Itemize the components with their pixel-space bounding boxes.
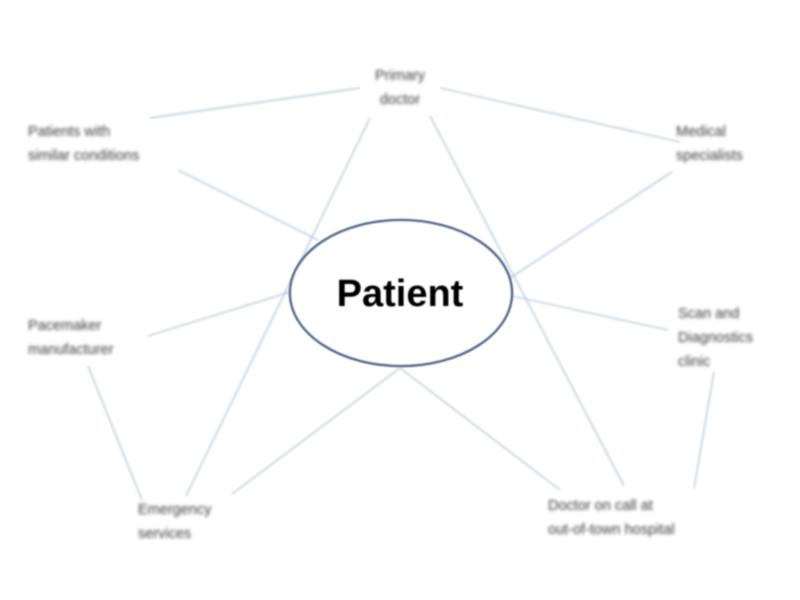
edge-similar-patient (177, 169, 319, 241)
edge-primary-specialists (439, 87, 681, 143)
doctor-on-call-node: Doctor on call at out-of-town hospital (548, 498, 675, 538)
edge-primary-emergency (185, 117, 371, 497)
scan-diagnostics-clinic-node: Scan and Diagnostics clinic (678, 306, 753, 370)
edge-patient-emergency (231, 367, 401, 495)
similar-patients-node: Patients with similar conditions (28, 124, 140, 164)
medical-specialists-node: Medical specialists (676, 124, 743, 164)
edge-similar-primary (149, 87, 361, 119)
edge-patient-doctorcall (399, 367, 561, 491)
edge-scan-doctorcall (693, 371, 715, 489)
edge-pacemaker-emergency (87, 365, 143, 501)
patient-node-label: Patient (336, 273, 464, 315)
emergency-services-node: Emergency services (138, 502, 212, 542)
primary-doctor-node: Primary doctor (375, 68, 425, 108)
edge-primary-doctorcall (429, 115, 625, 487)
edge-pacemaker-patient (147, 291, 291, 337)
edge-scan-patient (511, 295, 669, 331)
edge-specialists-patient (509, 171, 673, 279)
pacemaker-manufacturer-node: Pacemaker manufacturer (28, 318, 114, 358)
patient-node-ellipse (288, 218, 514, 368)
